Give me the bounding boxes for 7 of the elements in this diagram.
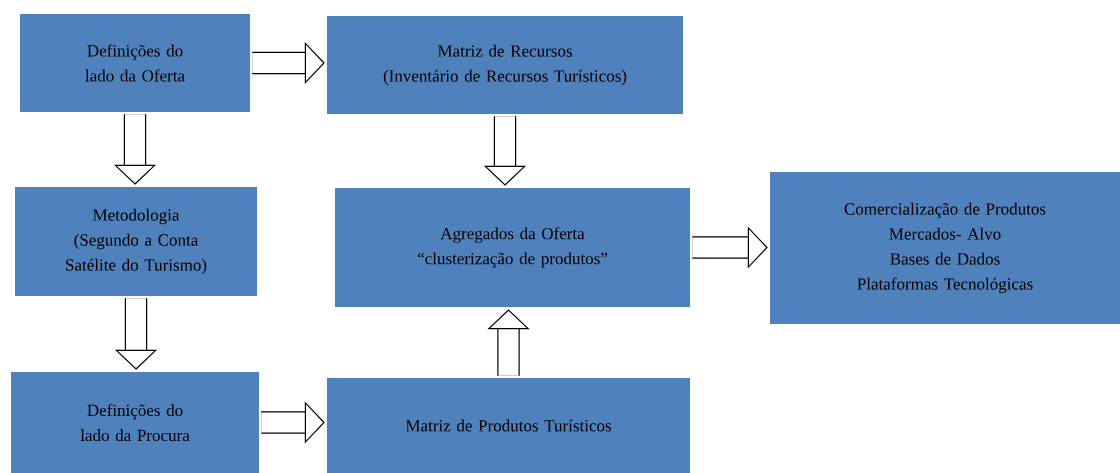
process-box: Comercialização de Produtos Mercados- Alvo Bases de Dados Plataformas Tecnológicas — [770, 172, 1120, 324]
process-box: Matriz de Recursos (Inventário de Recursos Turísticos) — [327, 16, 683, 114]
process-box: Definições do lado da Procura — [11, 372, 259, 473]
process-box: Matriz de Produtos Turísticos — [327, 378, 690, 473]
process-box: Metodologia (Segundo a Conta Satélite do Turismo) — [15, 187, 257, 296]
process-box: Definições do lado da Oferta — [20, 14, 250, 112]
process-box: Agregados da Oferta “clusterização de produtos” — [335, 188, 690, 307]
